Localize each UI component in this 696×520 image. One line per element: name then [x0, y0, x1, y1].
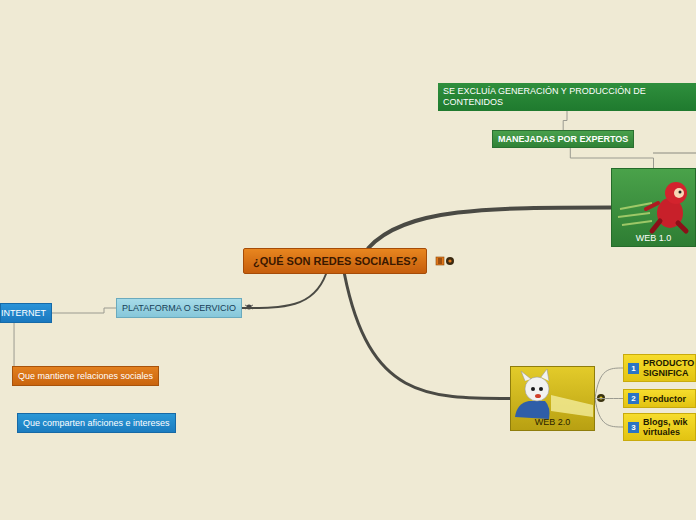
subtopic-box: Que mantiene relaciones sociales	[12, 366, 159, 386]
connector	[570, 148, 653, 168]
node-label: PRODUCTO SIGNIFICA	[643, 358, 694, 378]
central-topic: ¿QUÉ SON REDES SOCIALES?	[243, 248, 427, 274]
subtopic-box: PLATAFORMA O SERVICIO	[116, 298, 242, 318]
branch-line	[653, 153, 696, 154]
node-label: SE EXCLUÍA GENERACIÓN Y PRODUCCIÓN DE CO…	[443, 86, 691, 108]
connector	[14, 323, 15, 366]
subtopic-box: INTERNET	[0, 303, 52, 323]
node-label: Blogs, wik virtuales	[643, 417, 693, 437]
callout-number: 1	[628, 363, 639, 374]
connector	[52, 308, 116, 313]
node-label: Productor	[643, 394, 686, 404]
title-icons	[436, 257, 454, 265]
node-label: ¿QUÉ SON REDES SOCIALES?	[253, 255, 417, 267]
node-label: WEB 1.0	[636, 233, 672, 243]
connector	[344, 274, 510, 399]
connector	[368, 208, 611, 249]
callout-number: 3	[628, 422, 639, 433]
numbered-topic: 1 PRODUCTO SIGNIFICA	[623, 354, 696, 382]
node-label: PLATAFORMA O SERVICIO	[122, 303, 236, 313]
connector	[595, 368, 623, 399]
image-topic: WEB 1.0	[611, 168, 696, 247]
node-label: INTERNET	[1, 308, 46, 318]
node-label: Que comparten aficiones e intereses	[23, 418, 170, 428]
node-label: WEB 2.0	[535, 417, 571, 427]
subtopic-band: SE EXCLUÍA GENERACIÓN Y PRODUCCIÓN DE CO…	[438, 83, 696, 111]
connector	[595, 399, 623, 428]
subtopic-box: Que comparten aficiones e intereses	[17, 413, 176, 433]
numbered-topic: 2 Productor	[623, 389, 696, 408]
callout-number: 2	[628, 393, 639, 404]
image-topic: WEB 2.0	[510, 366, 595, 431]
node-label: Que mantiene relaciones sociales	[18, 371, 153, 381]
connector	[242, 274, 326, 308]
connector	[595, 398, 623, 399]
subtopic-box: MANEJADAS POR EXPERTOS	[492, 130, 634, 148]
node-label: MANEJADAS POR EXPERTOS	[498, 134, 628, 144]
connector	[563, 111, 567, 130]
numbered-topic: 3 Blogs, wik virtuales	[623, 413, 696, 441]
